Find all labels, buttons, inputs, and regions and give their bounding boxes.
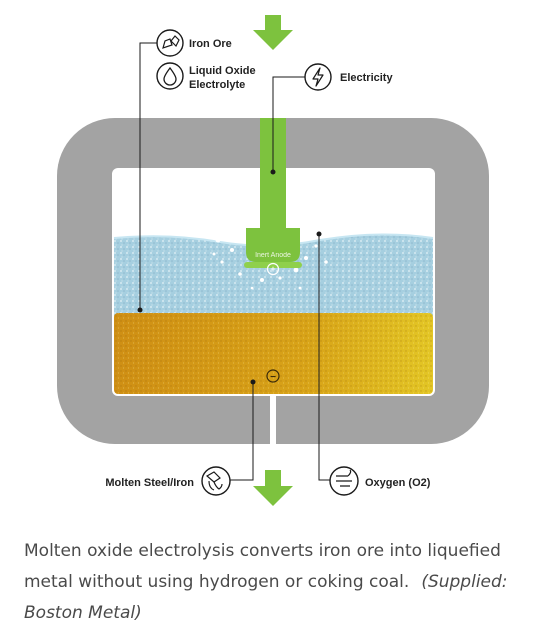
molten-steel-label: Molten Steel/Iron	[105, 477, 194, 489]
caption-credit: (Supplied: Boston Metal)	[24, 572, 508, 623]
output-down-arrow-icon	[253, 470, 293, 506]
inert-anode-label: Inert Anode	[255, 252, 291, 259]
caption-text: Molten oxide electrolysis converts iron …	[24, 541, 501, 592]
oxygen-wind-icon	[329, 466, 359, 496]
lightning-icon	[304, 63, 332, 91]
molten-metal-layer	[114, 313, 433, 394]
liquid-oxide-label-line2: Electrolyte	[189, 79, 245, 91]
iron-ore-label: Iron Ore	[189, 38, 232, 50]
liquid-oxide-label-line1: Liquid Oxide	[189, 65, 256, 77]
electricity-label: Electricity	[340, 72, 393, 84]
plus-icon: +	[266, 262, 280, 276]
figure-caption: Molten oxide electrolysis converts iron …	[24, 536, 529, 629]
input-down-arrow-icon	[253, 15, 293, 50]
minus-icon: −	[266, 369, 280, 383]
vessel-tap-gap	[270, 395, 276, 447]
leader-lines	[139, 42, 330, 481]
leader-dots	[137, 169, 322, 385]
droplet-icon	[156, 62, 184, 90]
oxygen-label: Oxygen (O2)	[365, 477, 431, 489]
cathode-sign: −	[270, 372, 276, 383]
anode-sign: +	[270, 264, 275, 274]
rocks-icon	[156, 29, 184, 57]
molten-metal-icon	[201, 466, 231, 496]
molten-oxide-electrolysis-diagram: Inert Anode + − Iron Ore Liquid Oxide El…	[57, 15, 489, 506]
